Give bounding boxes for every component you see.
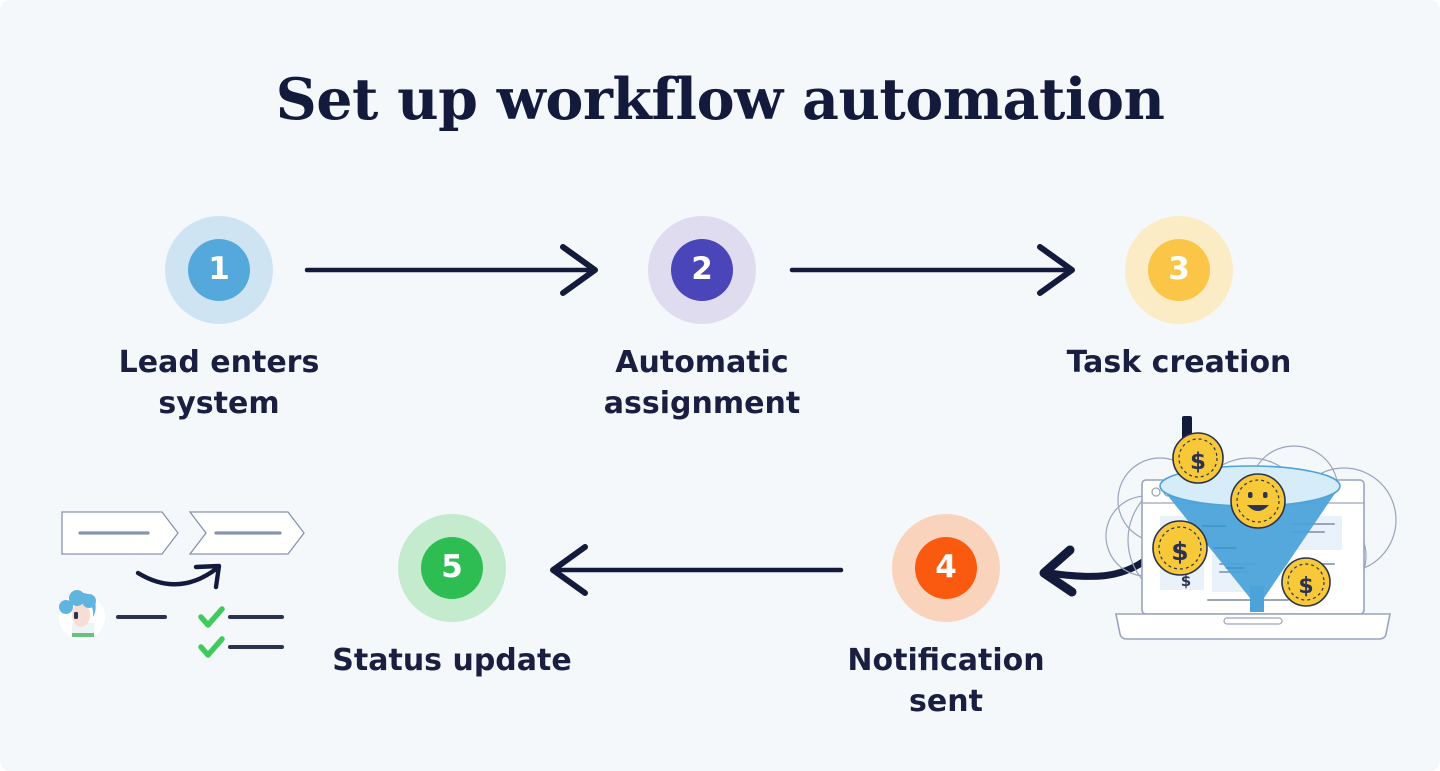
step-4-label: Notification sent: [826, 640, 1066, 723]
curved-arrow-icon: [135, 563, 222, 590]
coin-smiley: [1230, 473, 1286, 529]
coin-dollar-top: $: [1172, 432, 1224, 484]
step-3-halo: 3: [1125, 216, 1233, 324]
arrow-step4-to-step5: [550, 544, 844, 596]
check-icon-2: [198, 636, 225, 658]
step-4-label-line1: Notification sent: [847, 643, 1045, 720]
svg-text:$: $: [1171, 537, 1188, 566]
step-1[interactable]: 1 Lead enters system: [99, 216, 339, 425]
svg-text:$: $: [1298, 574, 1313, 599]
step-1-badge: 1: [188, 239, 250, 301]
step-2[interactable]: 2 Automatic assignment: [582, 216, 822, 425]
step-5[interactable]: 5 Status update: [332, 514, 572, 681]
step-3-badge: 3: [1148, 239, 1210, 301]
step-5-label: Status update: [332, 640, 572, 681]
step-2-label-line2: assignment: [603, 386, 801, 422]
step-2-halo: 2: [648, 216, 756, 324]
banner-shape-1: [61, 511, 179, 555]
arrow-step3-to-step4: [1039, 545, 1151, 597]
svg-text:$: $: [1190, 449, 1206, 475]
step-4-number: 4: [935, 548, 957, 585]
step-3-label: Task creation: [1059, 342, 1299, 383]
step-2-label: Automatic assignment: [582, 342, 822, 425]
coin-dollar-right: $: [1281, 557, 1331, 607]
page-title: Set up workflow automation: [275, 66, 1165, 133]
arrow-step1-to-step2: [304, 244, 598, 296]
step-1-label-line1: Lead enters: [118, 345, 320, 380]
step-4[interactable]: 4 Notification sent: [826, 514, 1066, 723]
step-2-label-line1: Automatic: [615, 345, 789, 380]
banner-shape-2: [188, 511, 305, 555]
laptop-funnel-illustration: $ $ $ $: [1105, 416, 1397, 640]
step-5-halo: 5: [398, 514, 506, 622]
check-icon-1: [198, 606, 225, 628]
step-2-badge: 2: [671, 239, 733, 301]
laptop-base: [1115, 613, 1391, 640]
step-5-label-line1: Status update: [332, 643, 572, 678]
step-5-number: 5: [441, 548, 463, 585]
workflow-checklist-illustration: [59, 511, 305, 658]
step-1-label-line2: system: [158, 386, 280, 422]
step-3[interactable]: 3 Task creation: [1059, 216, 1299, 383]
step-2-number: 2: [691, 250, 713, 287]
coin-dollar-left: $ $: [1152, 520, 1208, 590]
step-4-badge: 4: [915, 537, 977, 599]
step-1-halo: 1: [165, 216, 273, 324]
avatar: [59, 590, 105, 640]
arrow-step2-to-step3: [789, 244, 1075, 296]
step-5-badge: 5: [421, 537, 483, 599]
svg-text:$: $: [1181, 572, 1191, 590]
step-3-label-line1: Task creation: [1066, 345, 1292, 380]
step-3-number: 3: [1168, 250, 1190, 287]
step-1-label: Lead enters system: [99, 342, 339, 425]
step-1-number: 1: [208, 250, 230, 287]
step-4-halo: 4: [892, 514, 1000, 622]
